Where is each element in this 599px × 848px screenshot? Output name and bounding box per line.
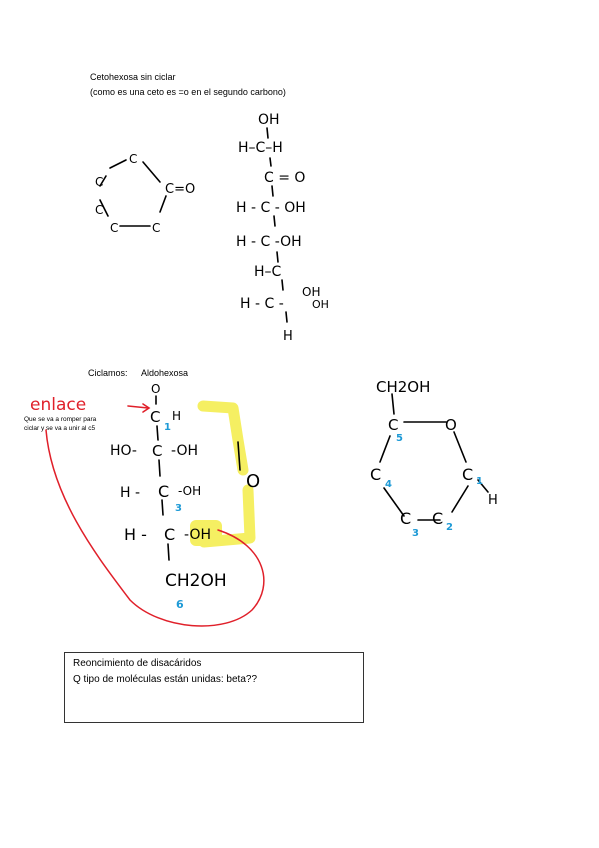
fischer1-row: H - C - [240,296,284,312]
fischer2-atom: C [158,482,169,501]
notes-box: Reoncimiento de disacáridos Q tipo de mo… [64,652,364,723]
fischer2-bonds [155,395,241,561]
fischer1-bonds [266,127,288,323]
ring2-atom: C [388,416,398,434]
red-loop [45,429,265,627]
annotation-note-line2: ciclar y se va a unir al c5 [24,425,96,432]
fischer2-atom: -OH [171,443,198,459]
fischer1-row: OH [312,298,329,311]
ring1-atom: C [152,221,160,235]
fischer2-atom: C [164,525,175,544]
fischer1-row: H–C–H [238,140,283,156]
fischer2-atom: -OH [184,527,211,543]
ring1-atom: C [95,175,103,189]
annotation-enlace: enlace [30,395,86,415]
ring1-carbonyl: C=O [165,182,195,197]
fischer2-number: 1 [164,422,171,433]
section1-subtitle: (como es una ceto es =o en el segundo ca… [90,87,286,97]
ring1-atom: C [95,203,103,217]
ring1-atom: C [129,152,137,166]
section1-title: Cetohexosa sin ciclar [90,72,176,82]
fischer2-atom: -OH [178,484,201,498]
ring2-atom: C [400,509,411,528]
red-arrow [127,403,151,413]
fischer2-atom: O [246,471,260,492]
ring1-atom: C [110,221,118,235]
ring2-number: 5 [396,433,403,444]
fischer2-atom: H - [120,485,140,501]
ring2-number: 2 [446,522,453,533]
ring2-number: 4 [385,479,392,490]
fischer1-row: H [283,329,293,344]
fischer2-atom: H - [124,525,147,544]
fischer1-row: H - C -OH [236,234,302,250]
fischer2-atom: HO- [110,443,137,459]
notes-line1: Reoncimiento de disacáridos [73,658,202,669]
yellow-highlight [190,400,256,548]
fischer2-atom: CH2OH [165,571,227,591]
fischer2-atom: H [172,409,181,423]
fischer2-atom: C [150,408,160,426]
ring2-number: 1 [476,476,483,487]
ring1 [99,159,167,227]
ring2-number: 3 [412,528,419,539]
fischer1-row: H - C - OH [236,200,306,216]
ring2-atom: H [488,493,498,508]
fischer1-row: H–C [254,264,282,280]
annotation-note-line1: Que se va a romper para [24,416,97,423]
ring2-atom: C [370,465,381,484]
ring2-atom: O [445,416,457,434]
section2-title: Ciclamos: [88,368,128,378]
notes-line2: Q tipo de moléculas están unidas: beta?? [73,674,258,685]
fischer2-atom: C [152,442,162,460]
ring2-bonds [379,393,489,521]
fischer1-row: OH [258,112,280,128]
ring2-atom: C [432,509,443,528]
fischer2-number: 3 [175,503,182,514]
fischer2-atom: O [151,382,160,396]
ring2-atom: C [462,465,473,484]
fischer1-row: OH [302,285,320,299]
fischer1-row: C = O [264,170,305,186]
section2-title2: Aldohexosa [141,368,189,378]
ring2-atom: CH2OH [376,378,430,396]
fischer2-number: 6 [176,598,184,611]
